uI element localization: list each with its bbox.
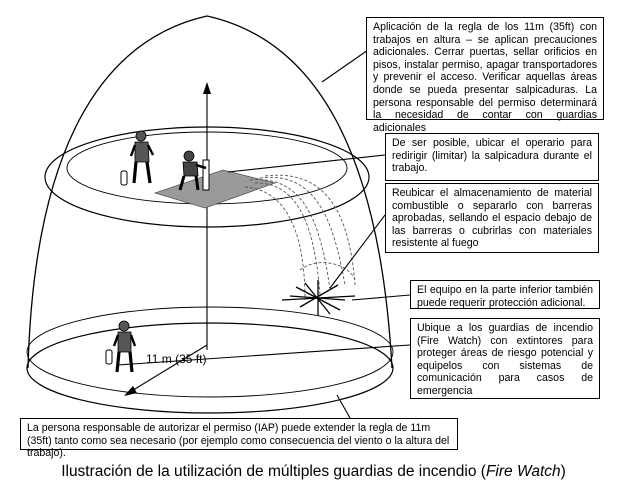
callout-redirect-spatter: De ser posible, ubicar el operario para … — [385, 133, 599, 181]
spark-burst — [281, 280, 356, 316]
leader-lines — [117, 49, 411, 419]
caption-italic: Fire Watch — [485, 463, 561, 480]
dome-outline — [27, 15, 393, 369]
callout-relocate-material: Reubicar el almacenamiento de material c… — [385, 183, 599, 253]
dimension-label: 11 m (35 ft) — [146, 352, 207, 366]
radius-arrowhead — [124, 386, 137, 396]
caption-end: ) — [560, 463, 566, 480]
welder-figure — [178, 150, 207, 191]
callout-fire-watch: Ubique a los guardias de incendio (Fire … — [410, 318, 600, 399]
vertical-axis-arrowhead — [203, 82, 211, 94]
callout-11m-rule: Aplicación de la regla de los 11m (35ft)… — [366, 17, 604, 134]
callout-lower-equipment: El equipo en la parte inferior también p… — [410, 280, 600, 309]
gas-cylinder — [202, 159, 210, 191]
spatter-trails — [244, 174, 356, 301]
lower-floor-disc — [26, 322, 394, 414]
caption-main: Ilustración de la utilización de múltipl… — [61, 463, 486, 480]
lower-floor-disc-inner — [26, 306, 394, 398]
lower-fire-watch-figure — [112, 320, 137, 373]
upper-extinguisher — [120, 170, 128, 186]
work-platform — [153, 169, 277, 209]
lower-extinguisher — [105, 349, 113, 365]
callout-iap: La persona responsable de autorizar el p… — [20, 418, 458, 459]
figure-caption: Ilustración de la utilización de múltipl… — [0, 463, 627, 481]
upper-fire-watch-figure — [129, 130, 155, 184]
radius-arrow — [129, 344, 208, 393]
